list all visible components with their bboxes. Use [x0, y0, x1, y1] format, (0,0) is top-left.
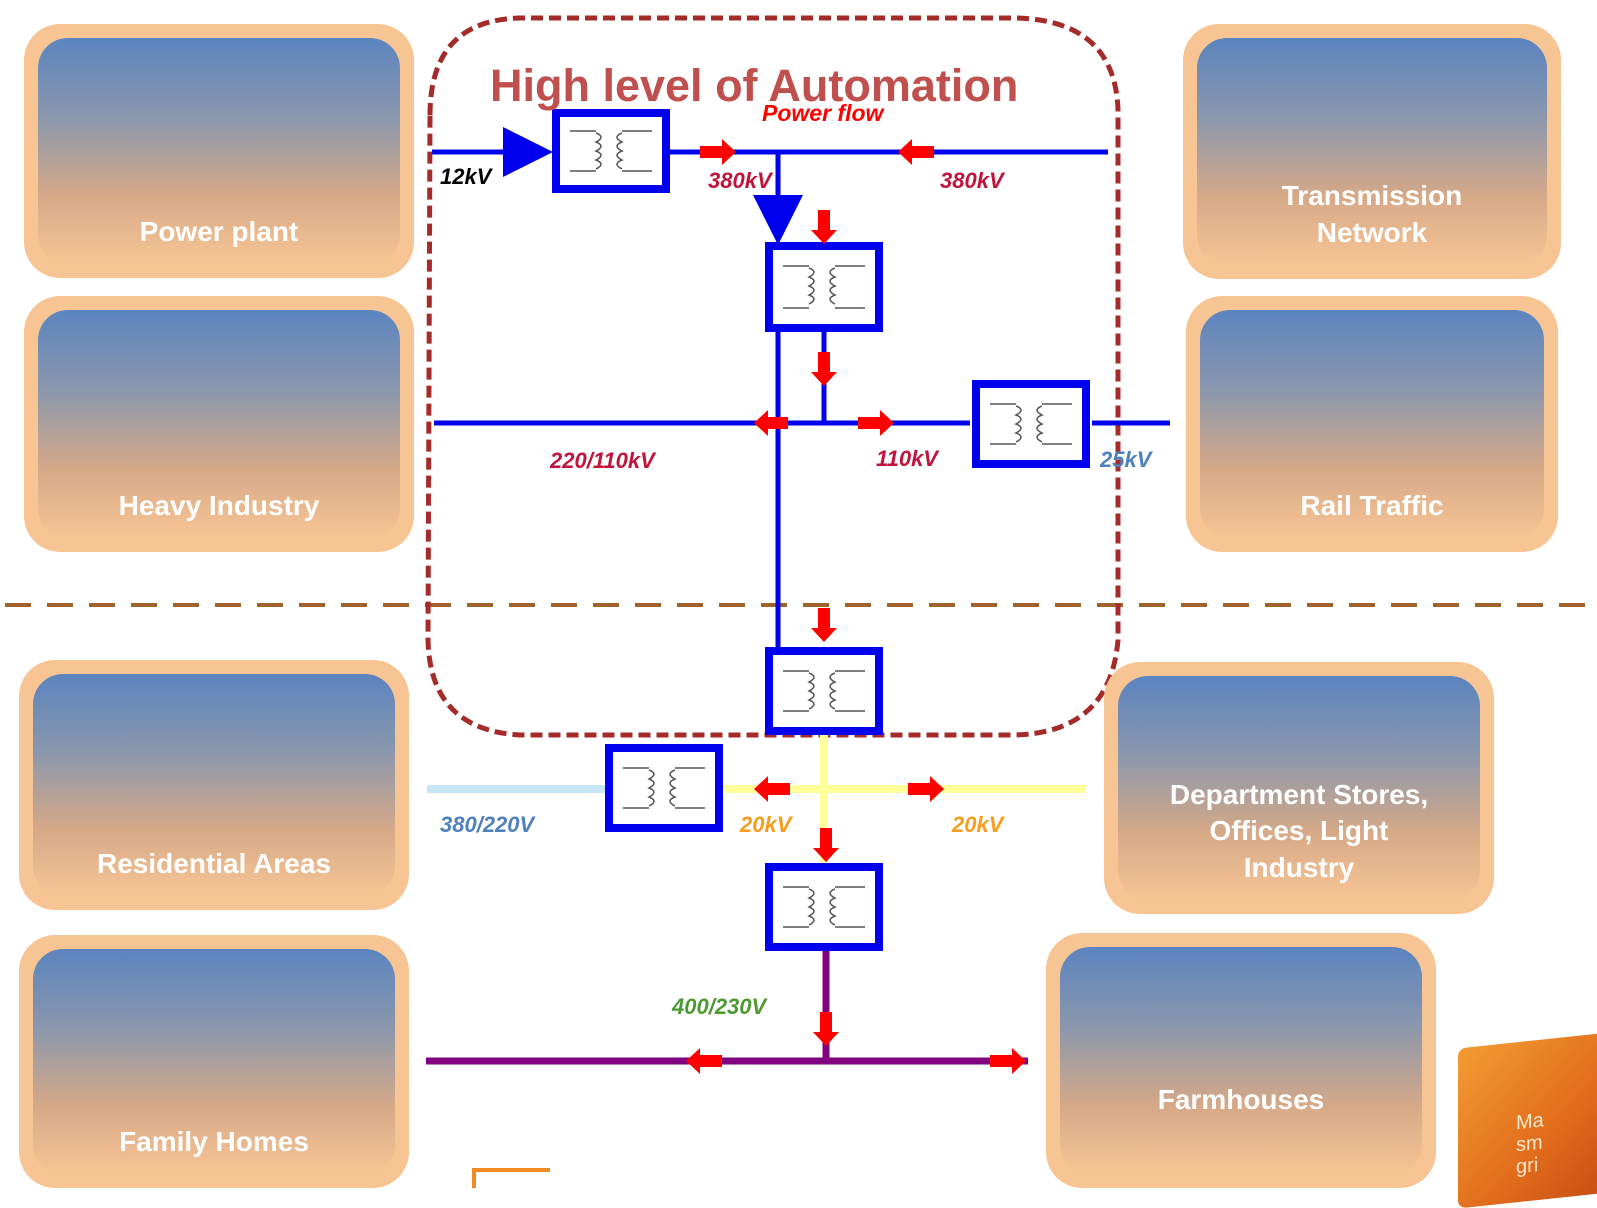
product-box-text: Ma sm gri	[1516, 1109, 1544, 1179]
transformer-symbol	[605, 744, 723, 832]
transformer-symbol	[972, 380, 1090, 468]
panel-power-plant: Power plant	[24, 24, 414, 278]
product-box-image: Ma sm gri	[1458, 1031, 1597, 1208]
panel-label: Farmhouses	[1157, 1083, 1325, 1115]
panel-farmhouses: Farmhouses	[1046, 933, 1436, 1188]
voltage-label-380-220v: 380/220V	[440, 812, 535, 837]
transformer-symbol	[765, 863, 883, 951]
panel-department-stores: Department Stores, Offices, Light Indust…	[1104, 662, 1494, 914]
panel-residential-areas: Residential Areas	[19, 660, 409, 910]
panel-label: Rail Traffic	[1300, 489, 1444, 521]
panel-family-homes: Family Homes	[19, 935, 409, 1188]
panel-label: Heavy Industry	[118, 489, 320, 521]
arrow-down	[811, 210, 837, 244]
panel-heavy-industry: Heavy Industry	[24, 296, 414, 552]
arrow-down	[813, 828, 839, 862]
voltage-label-110kv: 110kV	[876, 446, 938, 471]
arrow-down	[813, 1012, 839, 1046]
transformer-symbol	[765, 242, 883, 332]
power-flow-label: Power flow	[762, 100, 884, 126]
voltage-label-400-230v: 400/230V	[672, 994, 767, 1019]
yellow-lines	[718, 732, 1085, 868]
transformers	[552, 109, 1090, 951]
arrow-left	[898, 139, 934, 165]
voltage-label-380kv: 380kV	[940, 168, 1004, 193]
arrow-right	[908, 776, 944, 802]
voltage-label-25kv: 25kV	[1100, 447, 1152, 472]
arrow-right	[990, 1048, 1026, 1074]
voltage-label-20kv: 20kV	[952, 812, 1004, 837]
arrow-left	[754, 410, 788, 436]
automation-region-outline	[425, 15, 1121, 738]
panel-label: Department Stores, Offices, Light Indust…	[1169, 778, 1429, 883]
voltage-label-380kv: 380kV	[708, 168, 772, 193]
transformer-symbol	[765, 647, 883, 735]
arrow-down	[811, 352, 837, 386]
voltage-label-220-110kv: 220/110kV	[550, 448, 655, 473]
panel-label: Transmission Network	[1281, 180, 1463, 248]
voltage-label-20kv: 20kV	[740, 812, 792, 837]
arrow-right	[700, 139, 736, 165]
bracket-shape	[472, 1168, 550, 1188]
diagram-title: High level of Automation	[490, 60, 1019, 111]
panel-rail-traffic: Rail Traffic	[1186, 296, 1558, 552]
arrow-left	[686, 1048, 722, 1074]
panel-transmission-network: Transmission Network	[1183, 24, 1561, 279]
arrow-right	[858, 410, 894, 436]
arrow-left	[754, 776, 790, 802]
panel-label: Family Homes	[119, 1125, 309, 1157]
voltage-label-12kv: 12kV	[440, 164, 492, 189]
arrow-down	[811, 608, 837, 642]
power-flow-arrows	[686, 139, 1026, 1074]
transformer-symbol	[552, 109, 670, 193]
panel-label: Residential Areas	[97, 847, 331, 879]
panel-label: Power plant	[139, 215, 299, 247]
